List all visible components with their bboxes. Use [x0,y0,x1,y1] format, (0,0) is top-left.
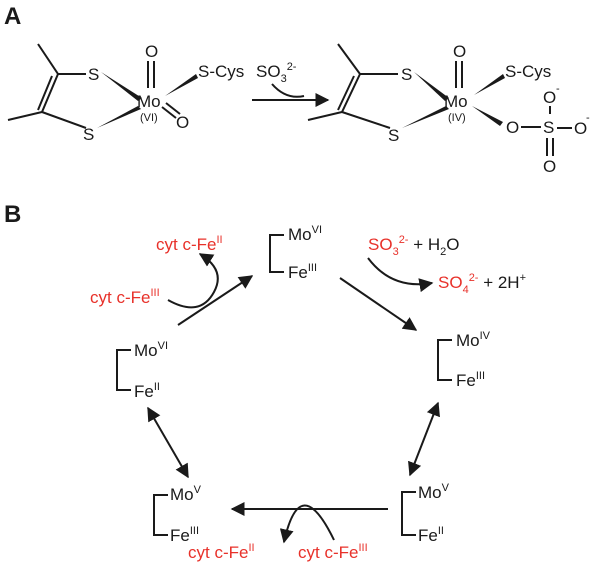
state-bottom-left-mo: MoV [170,484,202,504]
cys-ligand-left: S-Cys [198,62,244,81]
sulfate-charge-right: - [586,112,590,124]
sulfite-substrate-a: SO32- [256,61,297,85]
panel-b-label: B [4,201,21,228]
state-bottom-right-mo: MoV [418,482,450,502]
cys-ligand-right: S-Cys [505,62,551,81]
sulfate-o-right: O [574,119,587,138]
sulfate-o-top: O [543,88,556,107]
curved-arrow-cytc-2 [167,253,219,309]
state-bottom-left-fe: FeIII [170,525,199,545]
substrate-curved-arrow [271,83,305,98]
state-movi-feiii: MoVI FeIII [269,224,322,282]
curved-arrow-sulfite [367,257,434,293]
panel-a-label: A [4,3,21,30]
state-top-mo: MoVI [288,224,322,244]
mo-oxidation-state-iv: (IV) [448,112,466,124]
state-left-mo: MoVI [134,340,168,360]
reactant-molybdopterin-structure: S S Mo (VI) O O S-Cys [7,42,244,144]
state-left-fe: FeII [134,381,160,401]
thiolate-s-top: S [88,65,99,84]
state-mov-feii: MoV FeII [401,482,450,545]
state-moiv-feiii: MoIV FeIII [437,330,491,390]
state-right-fe: FeIII [456,370,485,390]
product-thiolate-s-top: S [401,65,412,84]
arrow-cytc-reduction-2 [177,275,254,326]
state-bottom-right-fe: FeII [418,525,444,545]
mo-center: Mo [137,92,161,111]
sulfate-s: S [543,118,554,137]
product-mo-center: Mo [444,92,468,111]
arrow-intramolecular-et-left [147,406,189,479]
curved-arrow-cytc-1 [279,504,335,544]
cytc-fe-iii-left: cyt c-FeIII [90,287,160,307]
product-oxo-top: O [453,42,466,61]
cytc-fe-ii-left: cyt c-FeII [156,234,223,254]
cytc-fe-ii-bottom: cyt c-FeII [188,542,255,562]
state-mov-feiii: MoV FeIII [153,484,202,545]
mo-oxidation-state-vi: (VI) [140,112,158,124]
state-top-fe: FeIII [288,262,317,282]
state-movi-feii: MoVI FeII [116,340,168,401]
product-molybdopterin-structure: S S Mo (IV) O S-Cys O S O - O - O [307,42,590,176]
cytc-fe-iii-bottom: cyt c-FeIII [298,542,368,562]
sulfate-protons-label: SO42- + 2H+ [438,272,526,296]
product-thiolate-s-bottom: S [388,126,399,145]
arrow-sulfite-oxidation [339,277,418,331]
oxo-right: O [176,113,189,132]
thiolate-s-bottom: S [83,125,94,144]
oxo-top: O [145,42,158,61]
arrow-intramolecular-et-right [408,401,440,477]
sulfite-water-label: SO32- + H2O [368,234,459,258]
sulfate-bridging-o: O [506,118,519,137]
sulfate-o-bottom: O [543,157,556,176]
state-right-mo: MoIV [456,330,491,350]
sulfate-charge-top: - [556,83,560,95]
